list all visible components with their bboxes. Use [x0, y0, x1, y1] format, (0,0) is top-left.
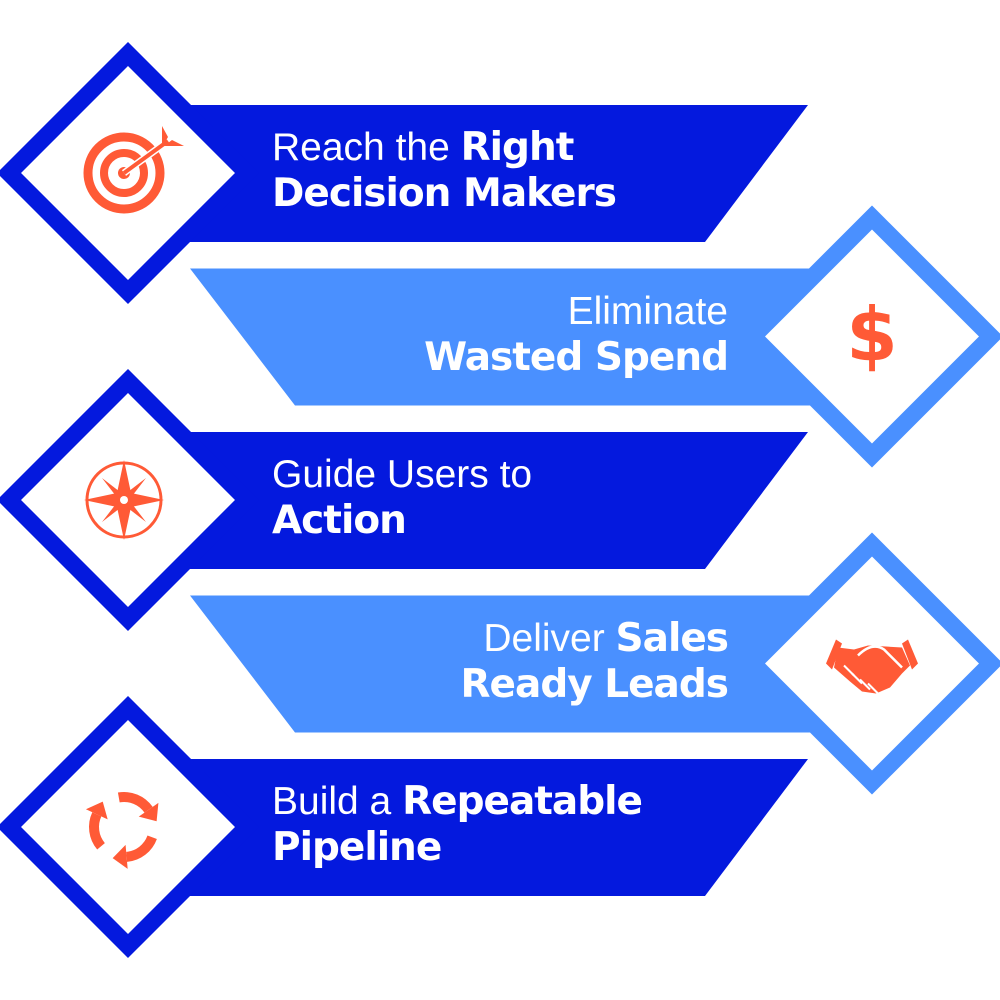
title-bold-text: Action — [272, 498, 407, 543]
title-bold-text: Decision Makers — [272, 171, 617, 216]
title-light-text: Deliver — [483, 616, 616, 660]
step-title-line2: Pipeline — [272, 825, 642, 871]
step-1 — [0, 41, 808, 305]
title-bold-text: Repeatable — [402, 779, 643, 824]
step-title-line1: Guide Users to — [272, 452, 532, 498]
step-title-line1: Reach the Right — [272, 125, 616, 171]
title-light-text: Guide Users to — [272, 453, 533, 496]
title-light-text: Build a — [272, 780, 403, 823]
step-4 — [190, 532, 1000, 795]
title-bold-text: Pipeline — [272, 825, 442, 870]
step-title-line2: Wasted Spend — [424, 334, 729, 381]
cycle-arrows-icon — [85, 792, 159, 869]
step-title-line1: Eliminate — [424, 289, 728, 335]
svg-text:$: $ — [846, 293, 898, 379]
step-title-line2: Action — [272, 498, 532, 544]
title-bold-text: Sales — [615, 615, 729, 661]
title-bold-text: Wasted Spend — [424, 334, 729, 380]
icon-diamond — [740, 205, 1000, 468]
icon-diamond — [0, 695, 260, 959]
dollar-icon: $ — [846, 293, 898, 379]
step-2: $ — [190, 205, 1000, 468]
title-light-text: Eliminate — [567, 289, 728, 333]
step-5 — [0, 695, 808, 959]
handshake-icon — [826, 639, 918, 695]
banner-light — [190, 595, 830, 733]
title-bold-text: Ready Leads — [460, 661, 729, 707]
banner-dark — [185, 432, 808, 569]
banner-dark — [185, 105, 808, 242]
banner-dark — [185, 759, 808, 896]
target-icon — [83, 126, 184, 214]
step-3 — [0, 368, 808, 632]
step-title-line1: Deliver Sales — [461, 615, 729, 662]
step-title-line2: Decision Makers — [272, 171, 617, 217]
compass-icon — [84, 460, 164, 540]
title-bold-text: Right — [460, 125, 575, 170]
banner-light — [190, 268, 830, 406]
step-title-line1: Build a Repeatable — [272, 779, 643, 825]
step-title-line2: Ready Leads — [460, 661, 729, 708]
title-light-text: Reach the — [272, 126, 461, 169]
